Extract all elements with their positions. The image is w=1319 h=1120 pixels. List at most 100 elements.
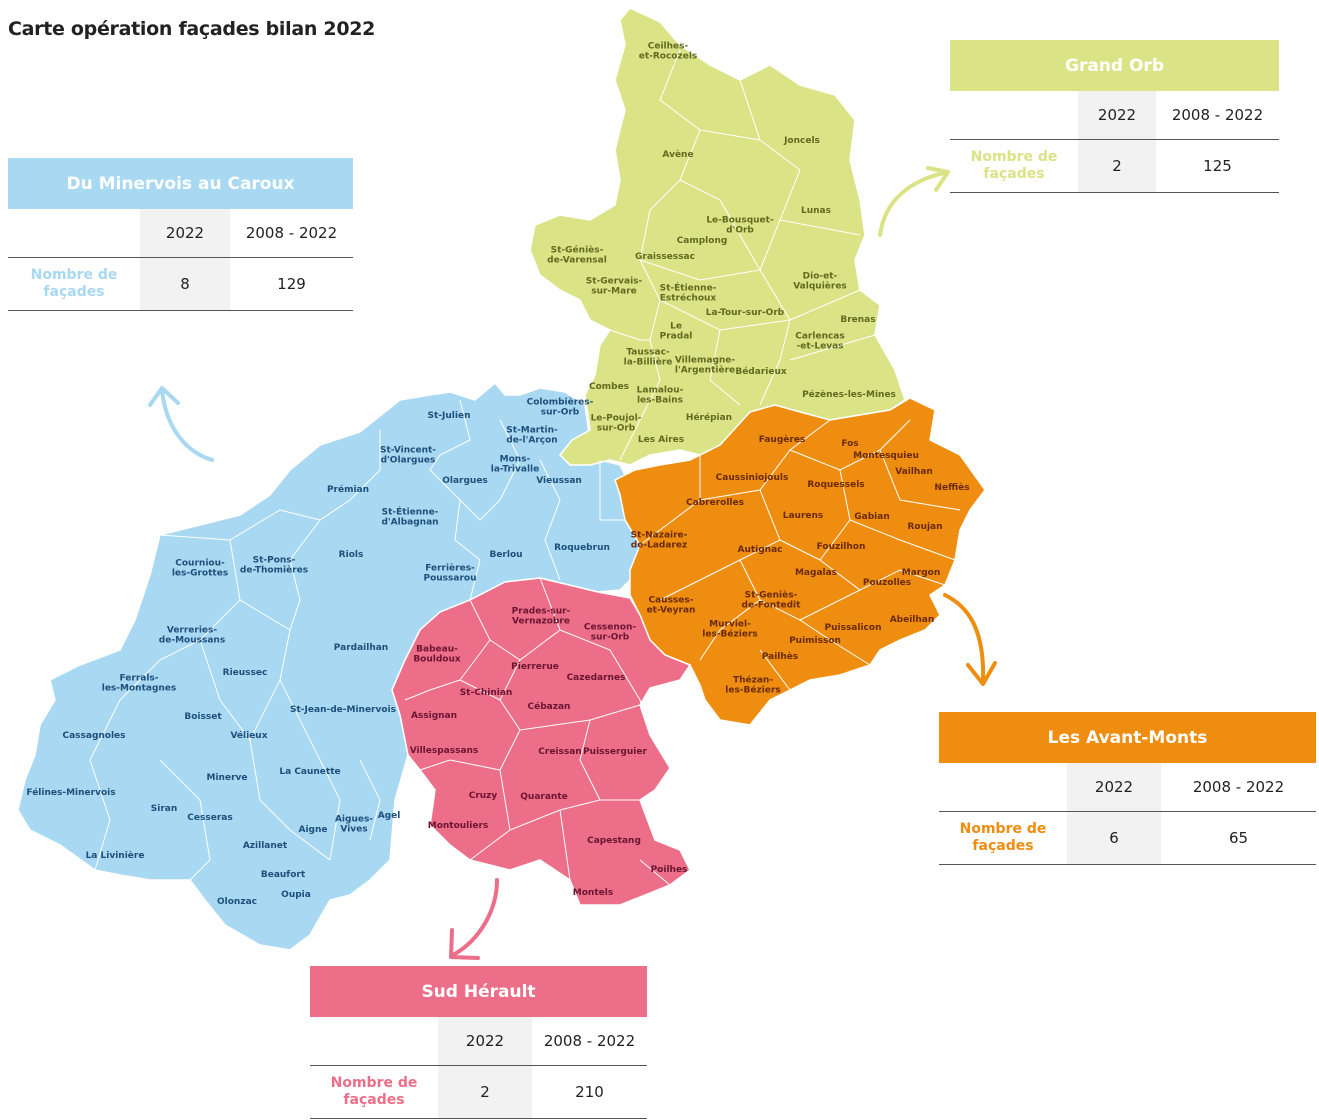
empty-cell <box>310 1017 438 1066</box>
commune-label: Pailhès <box>761 651 799 662</box>
commune-label: St-Vincent- d'Olargues <box>379 445 437 466</box>
commune-label: Rieussec <box>222 667 268 678</box>
commune-label: Hérépian <box>685 412 733 423</box>
commune-label: La Caunette <box>279 766 341 777</box>
commune-label: Montesquieu <box>853 450 919 461</box>
commune-label: Gabian <box>854 511 890 522</box>
commune-label: Mons- la-Trivalle <box>490 454 540 475</box>
col-header-2022: 2022 <box>140 209 230 258</box>
empty-cell <box>939 763 1067 812</box>
commune-label: Laurens <box>782 510 824 521</box>
commune-label: Roquessels <box>807 479 865 490</box>
commune-label: Courniou- les-Grottes <box>171 558 229 579</box>
commune-label: Berlou <box>489 549 523 560</box>
commune-label: Le-Bousquet- d'Orb <box>706 215 774 236</box>
commune-label: Vélieux <box>230 730 268 741</box>
col-header-period: 2008 - 2022 <box>1156 91 1279 140</box>
value-total: 210 <box>532 1065 647 1119</box>
col-header-period: 2008 - 2022 <box>1161 763 1316 812</box>
commune-label: Aigues- Vives <box>334 814 374 835</box>
empty-cell <box>8 209 140 258</box>
commune-label: Combes <box>588 381 630 392</box>
commune-label: Agel <box>377 810 401 821</box>
commune-label: Murviel- les-Béziers <box>702 619 758 640</box>
value-total: 125 <box>1156 139 1279 193</box>
commune-label: Magalas <box>794 567 838 578</box>
value-2022: 8 <box>140 257 230 311</box>
col-header-period: 2008 - 2022 <box>230 209 353 258</box>
commune-label: Margon <box>901 567 941 578</box>
commune-label: Pierrerue <box>511 661 559 672</box>
page-title: Carte opération façades bilan 2022 <box>8 18 376 40</box>
commune-label: Puisserguier <box>583 746 647 757</box>
commune-label: La-Tour-sur-Orb <box>705 307 785 318</box>
table-sudherault: Sud Hérault 2022 2008 - 2022 Nombre de f… <box>310 966 647 1119</box>
commune-label: Brenas <box>840 314 876 325</box>
empty-cell <box>950 91 1078 140</box>
table-avantmonts-title: Les Avant-Monts <box>939 712 1316 763</box>
commune-label: Creissan <box>538 746 582 757</box>
commune-label: Poilhes <box>650 864 688 875</box>
commune-label: Verreries- de-Moussans <box>158 625 226 646</box>
commune-label: Cabrerolles <box>686 497 744 508</box>
commune-label: St-Pons- de-Thomières <box>239 555 309 576</box>
commune-label: Cesseras <box>187 812 233 823</box>
commune-label: Avène <box>662 149 694 160</box>
table-avantmonts: Les Avant-Monts 2022 2008 - 2022 Nombre … <box>939 712 1316 865</box>
commune-label: Montouliers <box>427 820 489 831</box>
commune-label: Prémian <box>326 484 370 495</box>
value-2022: 2 <box>438 1065 532 1119</box>
row-label: Nombre de façades <box>8 257 140 311</box>
commune-label: Colombières- sur-Orb <box>526 397 594 418</box>
commune-label: Oupia <box>281 889 311 900</box>
commune-label: Cazedarnes <box>566 672 626 683</box>
region-grandorb <box>529 7 906 466</box>
commune-label: St-Étienne- d'Albagnan <box>381 507 439 528</box>
value-total: 65 <box>1161 811 1316 865</box>
commune-label: Causses- et-Veyran <box>646 595 696 616</box>
value-2022: 2 <box>1078 139 1156 193</box>
commune-label: Pouzolles <box>862 577 912 588</box>
commune-label: Ferrières- Poussarou <box>423 563 477 584</box>
commune-label: Abeilhan <box>889 614 935 625</box>
commune-label: Riols <box>338 549 364 560</box>
arrow-minervois <box>148 386 214 462</box>
commune-label: Olargues <box>442 475 488 486</box>
col-header-2022: 2022 <box>1078 91 1156 140</box>
commune-label: Beaufort <box>260 869 306 880</box>
commune-label: Carlencas -et-Levas <box>795 331 845 352</box>
commune-label: Ceilhes- et-Rocozels <box>638 41 698 62</box>
commune-label: Félines-Minervois <box>26 787 116 798</box>
commune-label: Babeau- Bouldoux <box>413 644 461 665</box>
col-header-period: 2008 - 2022 <box>532 1017 647 1066</box>
commune-label: Puimisson <box>789 635 841 646</box>
commune-label: St-Gervais- sur-Mare <box>585 276 643 297</box>
commune-label: St-Geniès- de-Fontedit <box>741 590 801 611</box>
col-header-2022: 2022 <box>1067 763 1161 812</box>
commune-label: Montels <box>572 887 614 898</box>
commune-label: Lamalou- les-Bains <box>636 385 684 406</box>
commune-label: Autignac <box>737 544 783 555</box>
commune-label: Villespassans <box>409 745 479 756</box>
commune-label: Joncels <box>784 135 820 146</box>
row-label: Nombre de façades <box>939 811 1067 865</box>
commune-label: Puissalicon <box>824 622 882 633</box>
region-avantmonts <box>614 397 986 726</box>
commune-label: Le-Poujol- sur-Orb <box>590 413 642 434</box>
commune-label: Quarante <box>520 791 568 802</box>
table-sudherault-title: Sud Hérault <box>310 966 647 1017</box>
commune-label: Faugères <box>758 434 806 445</box>
region-minervois <box>17 381 641 951</box>
commune-label: Boisset <box>184 711 222 722</box>
commune-label: Bédarieux <box>735 366 787 377</box>
value-total: 129 <box>230 257 353 311</box>
row-label: Nombre de façades <box>950 139 1078 193</box>
commune-label: Villemagne- l'Argentière <box>674 355 736 376</box>
commune-label: Cébazan <box>527 701 571 712</box>
commune-label: St-Jean-de-Minervois <box>290 704 396 715</box>
commune-label: St-Géniès- de-Varensal <box>547 245 607 266</box>
table-minervois-title: Du Minervois au Caroux <box>8 158 353 209</box>
commune-label: Taussac- la-Billière <box>623 347 673 368</box>
commune-label: Le Pradal <box>659 321 693 342</box>
table-grandorb: Grand Orb 2022 2008 - 2022 Nombre de faç… <box>950 40 1279 193</box>
